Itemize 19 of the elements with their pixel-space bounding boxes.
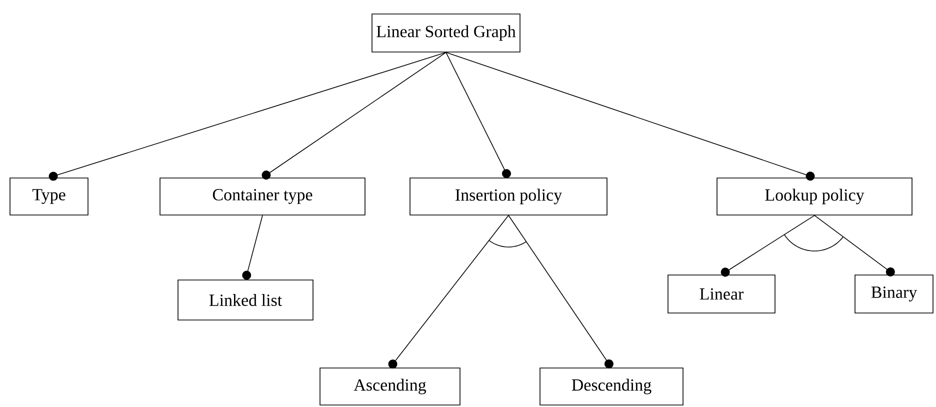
connector-line	[388, 215, 509, 369]
feature-box: Container type	[160, 178, 366, 216]
feature-box: Binary	[854, 274, 934, 314]
connector-line	[446, 52, 511, 178]
feature-box: Descending	[540, 368, 684, 406]
feature-box: Ascending	[320, 368, 460, 406]
feature-box: Lookup policy	[716, 178, 912, 216]
connector-line	[720, 215, 815, 277]
connector-line	[814, 215, 895, 276]
connector-line	[242, 215, 263, 280]
connector-line	[446, 52, 815, 181]
connector-line	[48, 52, 446, 181]
feature-box: Linear Sorted Graph	[372, 14, 520, 52]
feature-box: Linear	[668, 274, 776, 314]
feature-box: Insertion policy	[410, 178, 608, 216]
connector-line	[262, 52, 446, 180]
feature-box: Linked list	[178, 280, 314, 320]
connector-line	[508, 215, 614, 368]
feature-box: Type	[10, 178, 88, 216]
